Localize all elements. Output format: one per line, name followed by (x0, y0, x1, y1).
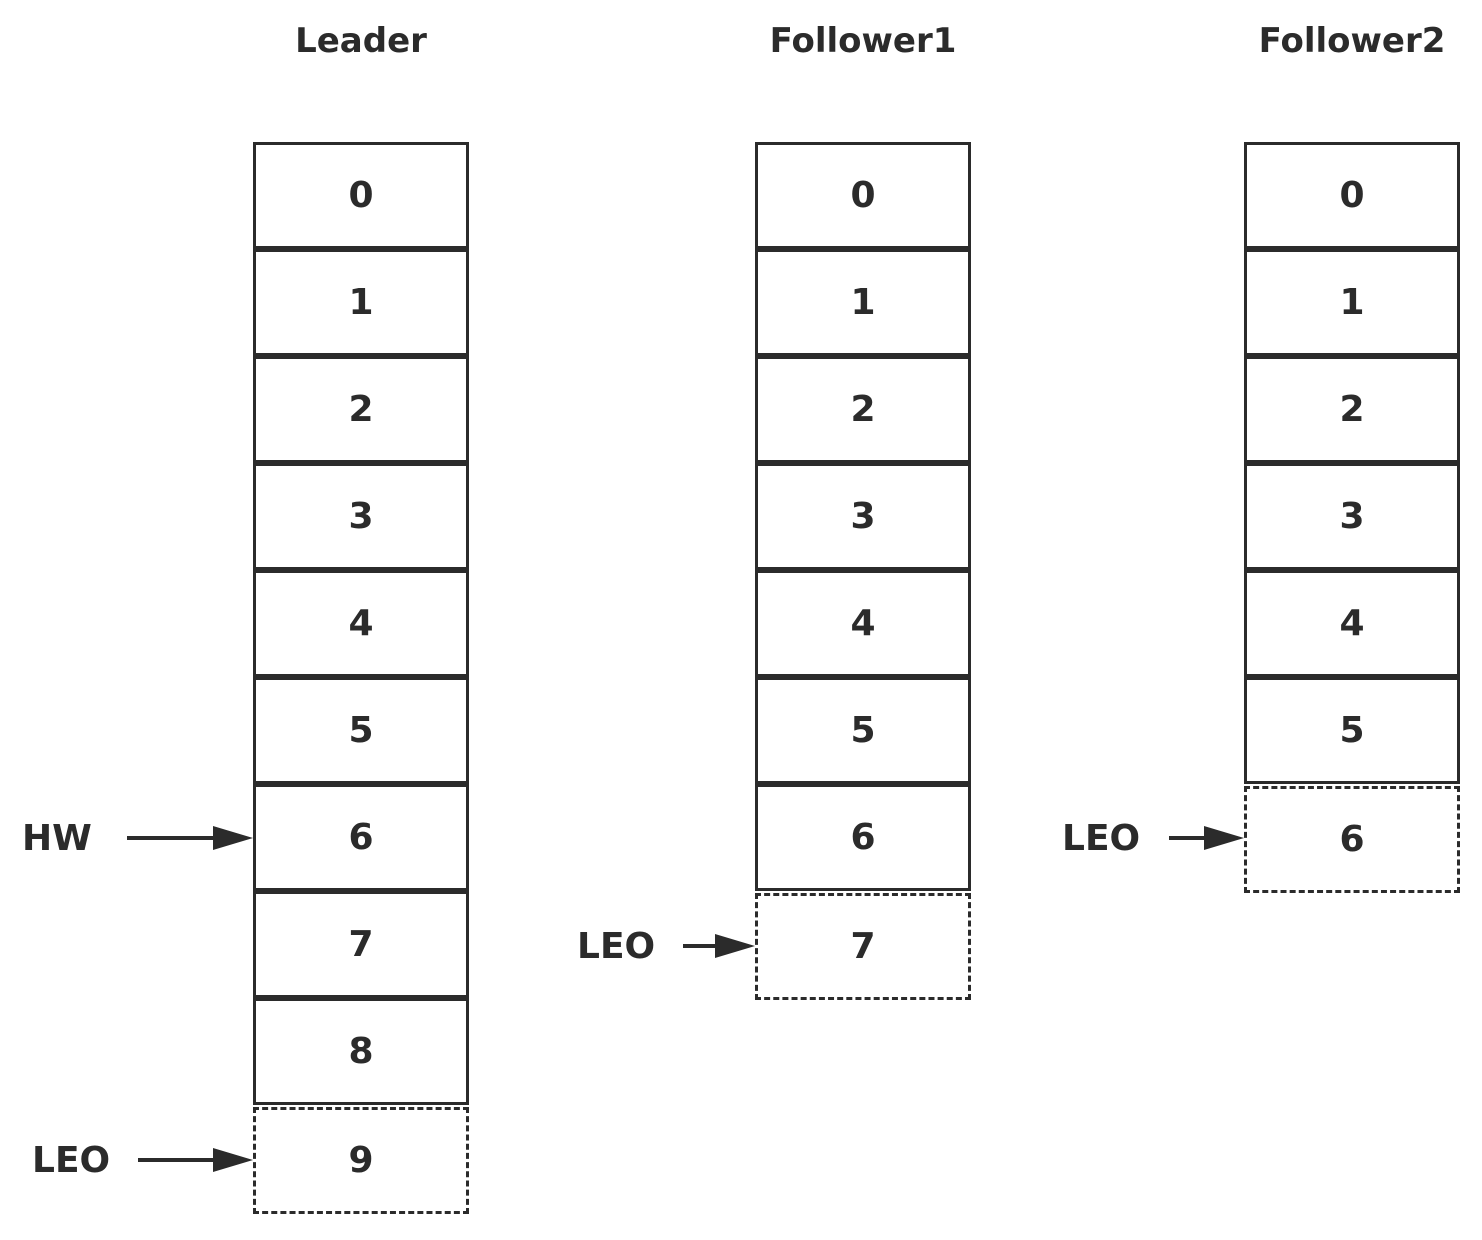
arrow-right-icon (683, 934, 755, 958)
log-offset-cell: 4 (755, 570, 971, 677)
log-offset-cell: 7 (253, 891, 469, 998)
arrow-right-icon (127, 826, 253, 850)
leo-marker: LEO (32, 1135, 253, 1185)
log-offset-cell: 5 (755, 677, 971, 784)
log-offset-cell: 3 (755, 463, 971, 570)
log-offset-cell: 6 (253, 784, 469, 891)
marker-label: LEO (32, 1139, 111, 1181)
log-offset-cell: 2 (253, 356, 469, 463)
leo-marker: LEO (1062, 813, 1244, 863)
pending-offset-cell: 7 (755, 893, 971, 1000)
log-offset-cell: 3 (253, 463, 469, 570)
log-offset-cell: 1 (755, 249, 971, 356)
log-offset-cell: 1 (253, 249, 469, 356)
replica-title: Leader (295, 21, 427, 61)
marker-label: HW (22, 817, 92, 859)
log-offset-cell: 1 (1244, 249, 1460, 356)
log-offset-cell: 4 (253, 570, 469, 677)
pending-offset-cell: 6 (1244, 786, 1460, 893)
leo-marker: LEO (577, 921, 755, 971)
log-offset-cell: 4 (1244, 570, 1460, 677)
marker-label: LEO (577, 925, 656, 967)
log-offset-cell: 0 (253, 142, 469, 249)
arrow-right-icon (138, 1148, 253, 1172)
replica-title: Follower1 (769, 21, 957, 61)
arrow-right-icon (1169, 826, 1244, 850)
log-offset-cell: 5 (253, 677, 469, 784)
hw-marker: HW (22, 813, 253, 863)
replica-title: Follower2 (1258, 21, 1446, 61)
log-offset-cell: 8 (253, 998, 469, 1105)
log-offset-cell: 0 (755, 142, 971, 249)
marker-label: LEO (1062, 817, 1141, 859)
log-offset-cell: 6 (755, 784, 971, 891)
log-offset-cell: 5 (1244, 677, 1460, 784)
log-offset-cell: 0 (1244, 142, 1460, 249)
log-offset-cell: 3 (1244, 463, 1460, 570)
log-offset-cell: 2 (755, 356, 971, 463)
log-offset-cell: 2 (1244, 356, 1460, 463)
pending-offset-cell: 9 (253, 1107, 469, 1214)
